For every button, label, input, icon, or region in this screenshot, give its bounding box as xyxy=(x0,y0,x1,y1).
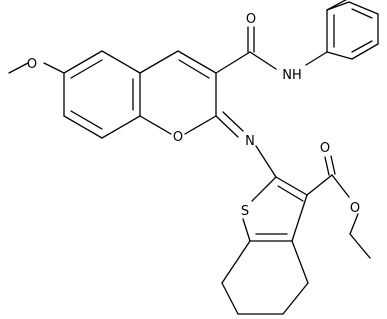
bond-ar2 xyxy=(101,50,141,74)
atom-o-methoxy: O xyxy=(27,57,37,72)
bond-ch2-ch3 xyxy=(349,233,371,259)
bond-o-aryl xyxy=(43,62,65,74)
bond-c4a-c4 xyxy=(139,50,179,74)
bond-ph5-inner xyxy=(351,40,373,53)
bond-cester-o-2 xyxy=(330,155,336,175)
bond-oether-ch2 xyxy=(349,213,359,235)
bond-ph-top xyxy=(326,1,350,11)
bond-cy5 xyxy=(221,240,251,284)
bond-ph6 xyxy=(326,51,353,60)
bond-ph5 xyxy=(351,43,379,60)
bond-cy4 xyxy=(221,282,239,315)
bond-ph3-inner xyxy=(351,8,373,19)
bond-ar5 xyxy=(63,115,103,139)
bond-ph3 xyxy=(348,1,379,15)
bond-c2-o1 xyxy=(184,115,217,135)
bond-c4-c3-inner xyxy=(178,59,210,79)
bond-n-thio xyxy=(255,145,277,178)
atom-o-ester-carbonyl: O xyxy=(320,141,330,156)
bond-ar1-inner xyxy=(70,59,103,79)
bond-th-c2-c3-inner xyxy=(277,185,304,202)
bond-o1-c8a xyxy=(139,115,172,135)
bond-th-c7a-s xyxy=(242,218,251,242)
atom-o-ring: O xyxy=(173,130,183,145)
bond-ph2 xyxy=(326,0,347,11)
atom-n-imine: N xyxy=(245,134,255,149)
bond-th-s-c2 xyxy=(251,176,277,202)
bond-cy2 xyxy=(282,282,309,315)
bond-c2-n-2 xyxy=(222,111,244,132)
bond-c4-c3 xyxy=(177,50,217,74)
bond-methyl-o xyxy=(8,62,29,74)
bond-th-c3-c3a xyxy=(291,194,308,242)
atom-nh-amide: NH xyxy=(282,68,302,83)
bond-n-phenyl xyxy=(305,51,328,66)
bond-ar1 xyxy=(63,50,103,74)
bond-ar5-inner xyxy=(70,110,103,130)
bond-c3-camide xyxy=(215,51,251,74)
bond-c2-n-1 xyxy=(215,115,239,138)
atom-o-ester-ether: O xyxy=(350,201,360,216)
bond-cester-oether xyxy=(331,174,350,198)
atom-o-amide: O xyxy=(246,12,256,27)
bond-c3-cester xyxy=(306,174,333,196)
atom-s-thiophene: S xyxy=(241,204,249,219)
bond-th-c2-c3 xyxy=(275,176,308,196)
bond-camide-n xyxy=(249,51,277,70)
bond-cester-o-1 xyxy=(324,156,330,176)
bond-ar4 xyxy=(101,115,141,139)
bond-cy1 xyxy=(291,240,309,284)
